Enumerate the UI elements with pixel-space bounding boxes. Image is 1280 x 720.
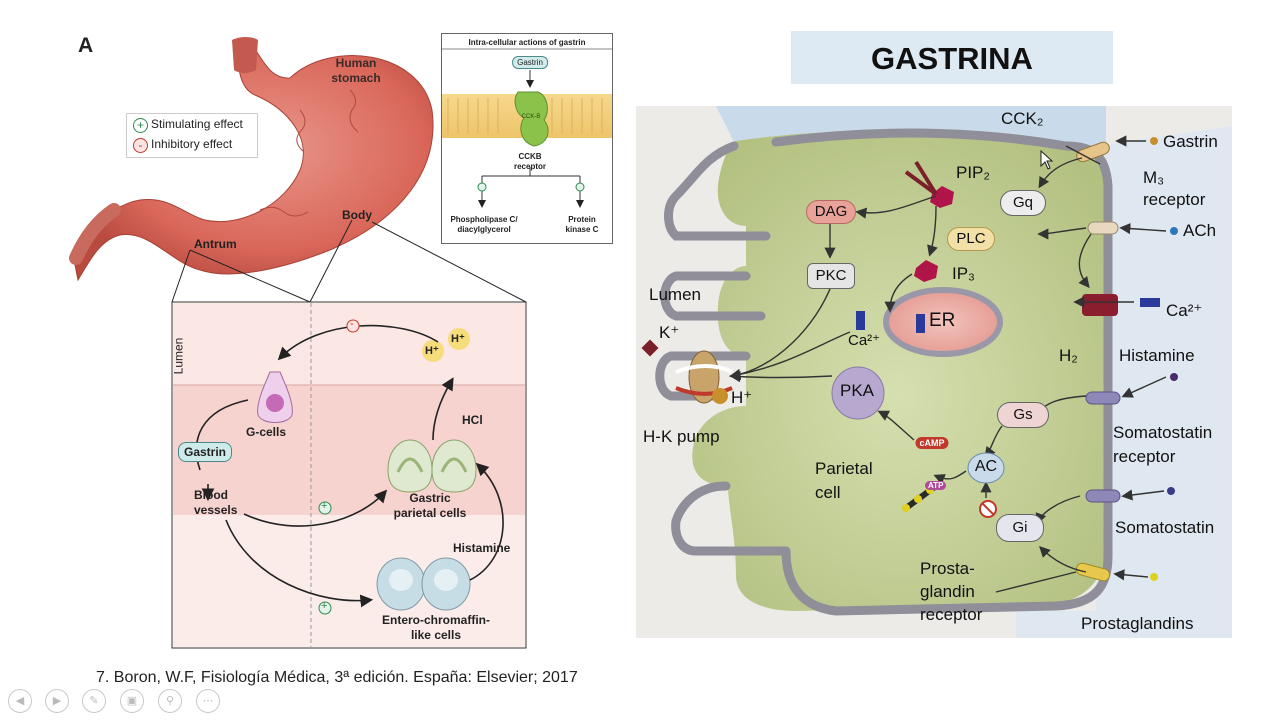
m3-receptor-label: M₃ receptor [1143,168,1206,209]
proton-bubble-2: H⁺ [451,333,465,345]
dag-node: DAG [806,200,856,224]
ip3-label: IP₃ [952,264,975,283]
inhibitory-icon: - [133,138,148,153]
proton-bubble-1: H⁺ [425,345,439,357]
stimulate-symbol-bottom: + [321,600,328,612]
pka-label: PKA [840,381,875,400]
more-icon[interactable]: ⋯ [196,689,220,713]
h2-label: H₂ [1059,346,1078,365]
parietal-cell-label: Parietal cell [815,459,873,502]
slides-icon[interactable]: ▣ [120,689,144,713]
inhibit-symbol-top: - [350,318,354,330]
blood-vessels-label: Blood vessels [194,488,238,517]
pip2-molecule [904,160,954,208]
zoom-icon[interactable]: ⚲ [158,689,182,713]
intracellular-inset: Intra-cellular actions of gastrin Gastri… [441,33,613,244]
ecl-cells-shape [376,557,471,611]
pkc-node: PKC [807,263,855,289]
gastrin-ligand-label: Gastrin [1163,132,1218,151]
er-label: ER [929,310,956,331]
inset-artwork [442,48,612,208]
parietal-cells-shape [387,439,477,493]
ca-basolateral-label: Ca²⁺ [1166,301,1203,320]
legend-stimulating-label: Stimulating effect [151,117,243,131]
plc-node: PLC [947,227,995,251]
cck2-label: CCK₂ [1001,109,1044,128]
citation-text: 7. Boron, W.F, Fisiología Médica, 3ª edi… [96,669,578,686]
hk-pump-label: H-K pump [643,427,720,446]
inset-output-plc: Phospholipase C/ diacylglycerol [450,215,518,234]
somatostatin-receptor-label: Somatostatin receptor [1113,423,1213,466]
back-arrow-icon[interactable]: ◀ [8,689,32,713]
camp-label: cAMP [915,437,949,449]
inset-receptor-label: CCKB receptor [513,152,547,171]
lumen-label: Lumen [649,285,701,304]
parietal-cells-label: Gastric parietal cells [393,491,467,520]
region-antrum-label: Antrum [194,237,237,251]
mouse-cursor-icon [1040,150,1054,170]
slide-title: GASTRINA [871,41,1033,76]
detail-lumen-label: Lumen [171,337,186,375]
g-cells-label: G-cells [246,425,287,439]
gastrin-label: Gastrin [178,442,233,462]
pen-icon[interactable]: ✎ [82,689,106,713]
histamine-ligand-label: Histamine [1119,346,1195,365]
prostaglandin-receptor-label: Prosta- glandin receptor [920,559,983,624]
inset-ligand-gastrin: Gastrin [512,56,548,69]
g-cell-shape [257,371,293,423]
parietal-cell-diagram [636,106,1232,638]
somatostatin-ligand-label: Somatostatin [1115,518,1215,537]
gs-protein: Gs [997,402,1049,428]
pip2-label: PIP₂ [956,163,990,182]
left-figure-artwork [69,37,527,649]
h-ion-label: H⁺ [731,388,753,407]
effect-legend: + Stimulating effect - Inhibitory effect [126,113,258,158]
ach-label: ACh [1183,221,1217,240]
gi-protein: Gi [996,514,1044,542]
legend-inhibitory-label: Inhibitory effect [151,137,233,151]
stimulate-symbol-mid: + [321,500,328,512]
atp-label: ATP [925,481,947,490]
inset-title: Intra-cellular actions of gastrin [468,38,586,47]
panel-label: A [78,34,94,57]
histamine-label: Histamine [453,541,511,555]
prostaglandins-ligand-label: Prostaglandins [1081,614,1194,633]
forward-arrow-icon[interactable]: ▶ [45,689,69,713]
ac-label: AC [974,458,998,475]
k-ion-label: K⁺ [659,323,680,342]
stomach-label: Human stomach [331,56,381,85]
gq-protein: Gq [1000,190,1046,216]
region-body-label: Body [342,208,372,222]
inset-receptor-tag: CCK-B [521,114,541,120]
hcl-label: HCl [462,413,483,427]
ca-er-label: Ca²⁺ [848,332,881,349]
inset-output-pkc: Protein kinase C [565,215,599,234]
stomach-illustration [69,37,434,282]
title-banner: GASTRINA [791,31,1113,84]
ecl-cells-label: Entero-chromaffin- like cells [382,613,490,642]
stimulating-icon: + [133,118,148,133]
